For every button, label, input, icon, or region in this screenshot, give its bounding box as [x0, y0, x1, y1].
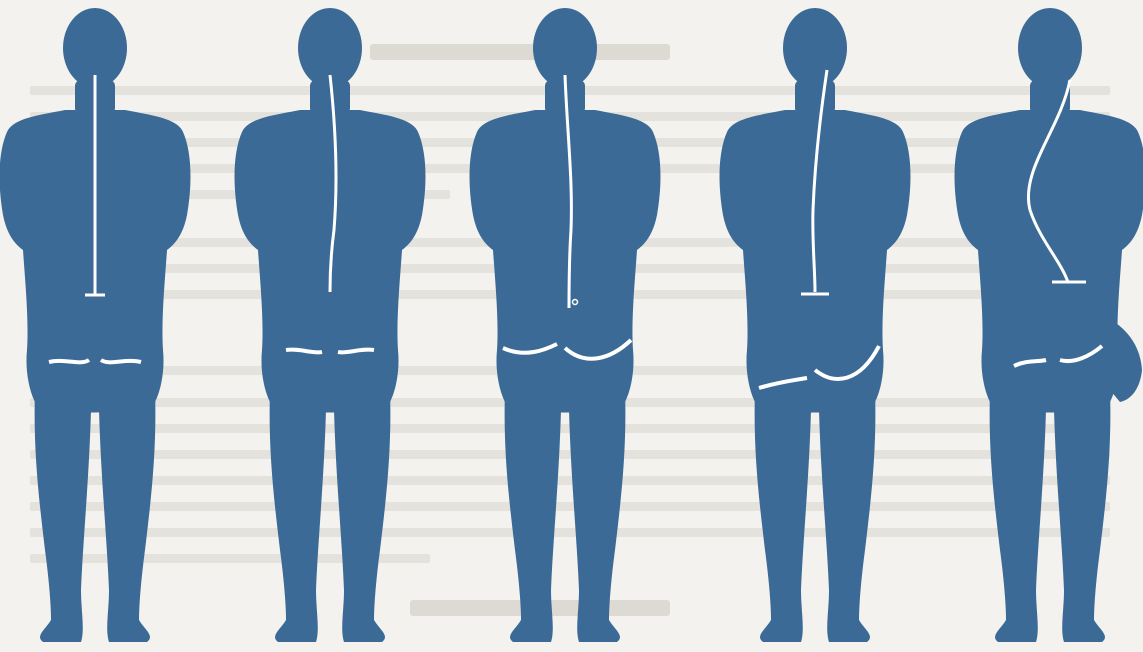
- figure-scoliosis-spine: [955, 8, 1143, 642]
- figure-straight-spine: [0, 8, 190, 642]
- figure-tilted-spine: [720, 8, 911, 642]
- figure-shifted-pelvis-spine: [470, 8, 661, 642]
- figure-slight-curve-spine: [235, 8, 426, 642]
